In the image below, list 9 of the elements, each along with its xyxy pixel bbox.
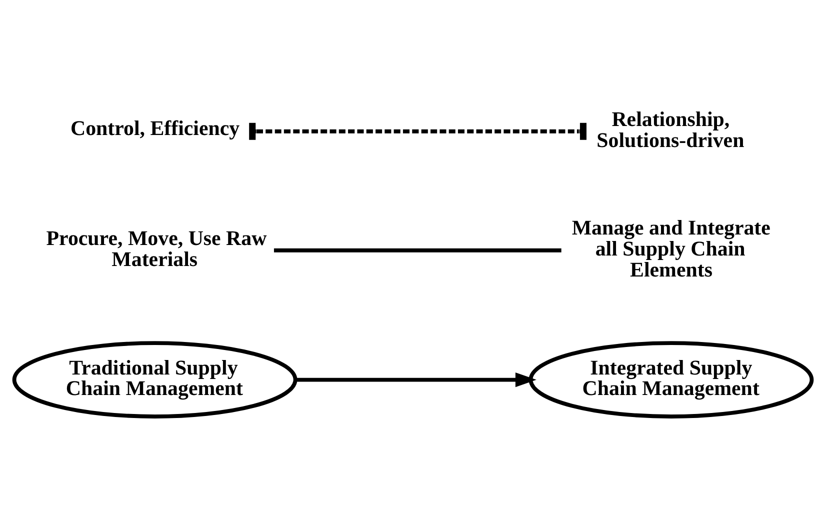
node-ellipse: Integrated Supply Chain Management xyxy=(528,341,814,418)
connector xyxy=(274,248,562,252)
arrow xyxy=(295,372,536,388)
node-text: Relationship, Solutions-driven xyxy=(596,106,744,152)
node-text: Control, Efficiency xyxy=(70,116,240,140)
node-text: Procure, Move, Use Raw Materials xyxy=(46,226,267,271)
connector xyxy=(249,122,586,140)
node-text: Manage and Integrate all Supply Chain Elements xyxy=(572,215,770,282)
node-ellipse: Traditional Supply Chain Management xyxy=(12,341,298,418)
